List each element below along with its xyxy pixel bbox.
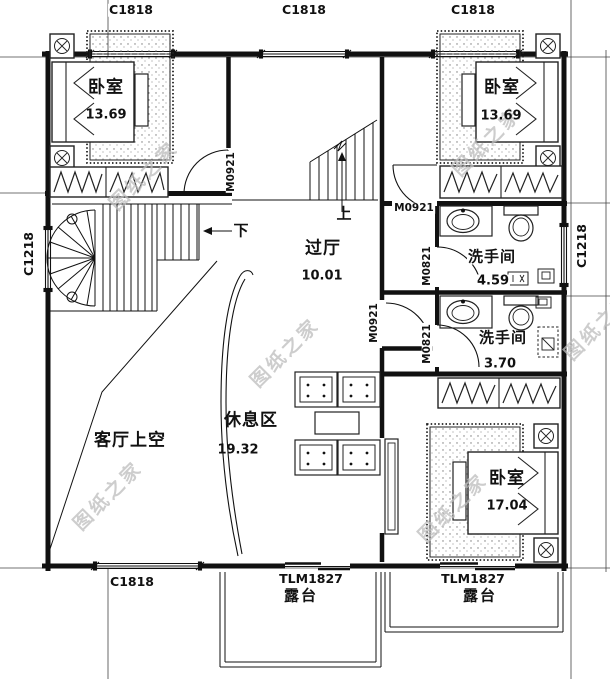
- room-area-bathroom2: 3.70: [482, 356, 518, 372]
- room-area-rest-area: 19.32: [217, 442, 259, 458]
- room-name-terrace-right: 露台: [462, 586, 498, 605]
- staircase-down: [46, 203, 232, 312]
- bathroom1-fixtures: [439, 205, 555, 286]
- door-label-bathroom2: M0821: [420, 323, 433, 365]
- room-area-bathroom1: 4.59: [475, 273, 511, 289]
- door-label-bedroom2: M0921: [393, 201, 435, 214]
- window-label-c1818-top-left: C1818: [108, 1, 154, 17]
- interior-walls: [45, 57, 567, 562]
- window-label-c1818-top-right: C1818: [450, 1, 496, 17]
- stair-down-label: 下: [233, 221, 249, 240]
- room-name-bedroom2: 卧室: [484, 77, 520, 98]
- room-name-terrace-left: 露台: [283, 586, 319, 605]
- bedroom1-furniture: [49, 30, 174, 198]
- door-label-bedroom1: M0921: [224, 151, 237, 193]
- terraces: [219, 572, 564, 668]
- room-area-hall: 10.01: [301, 268, 343, 284]
- room-name-bedroom1: 卧室: [88, 77, 124, 98]
- room-name-bedroom3: 卧室: [489, 468, 525, 489]
- window-label-c1818-top-middle: C1818: [281, 1, 327, 17]
- window-label-c1218-left: C1218: [20, 231, 36, 277]
- room-name-bathroom2: 洗手间: [477, 328, 529, 347]
- door-label-terrace-left: TLM1827: [278, 570, 344, 586]
- room-area-bedroom3: 17.04: [486, 498, 528, 514]
- rest-area-furniture: [294, 371, 399, 535]
- window-label-c1218-right: C1218: [573, 223, 589, 269]
- room-name-bathroom1: 洗手间: [466, 247, 518, 266]
- room-name-living-void: 客厅上空: [94, 430, 166, 451]
- staircase-up: [232, 119, 378, 212]
- stair-up-label: 上: [336, 204, 352, 223]
- room-area-bedroom1: 13.69: [85, 107, 127, 123]
- terrace-sliding-doors: [285, 562, 515, 571]
- door-label-bathroom1: M0821: [420, 245, 433, 287]
- bedroom3-furniture: [426, 377, 561, 563]
- door-label-hall: M0921: [367, 302, 380, 344]
- door-label-terrace-right: TLM1827: [440, 570, 506, 586]
- void-and-railing: [48, 260, 254, 557]
- bedroom2-furniture: [436, 30, 563, 199]
- bathroom2-fixtures: [439, 295, 559, 358]
- window-label-c1818-bottom: C1818: [109, 573, 155, 589]
- room-area-bedroom2: 13.69: [480, 108, 522, 124]
- room-name-hall: 过厅: [305, 238, 341, 259]
- room-name-rest-area: 休息区: [224, 410, 278, 431]
